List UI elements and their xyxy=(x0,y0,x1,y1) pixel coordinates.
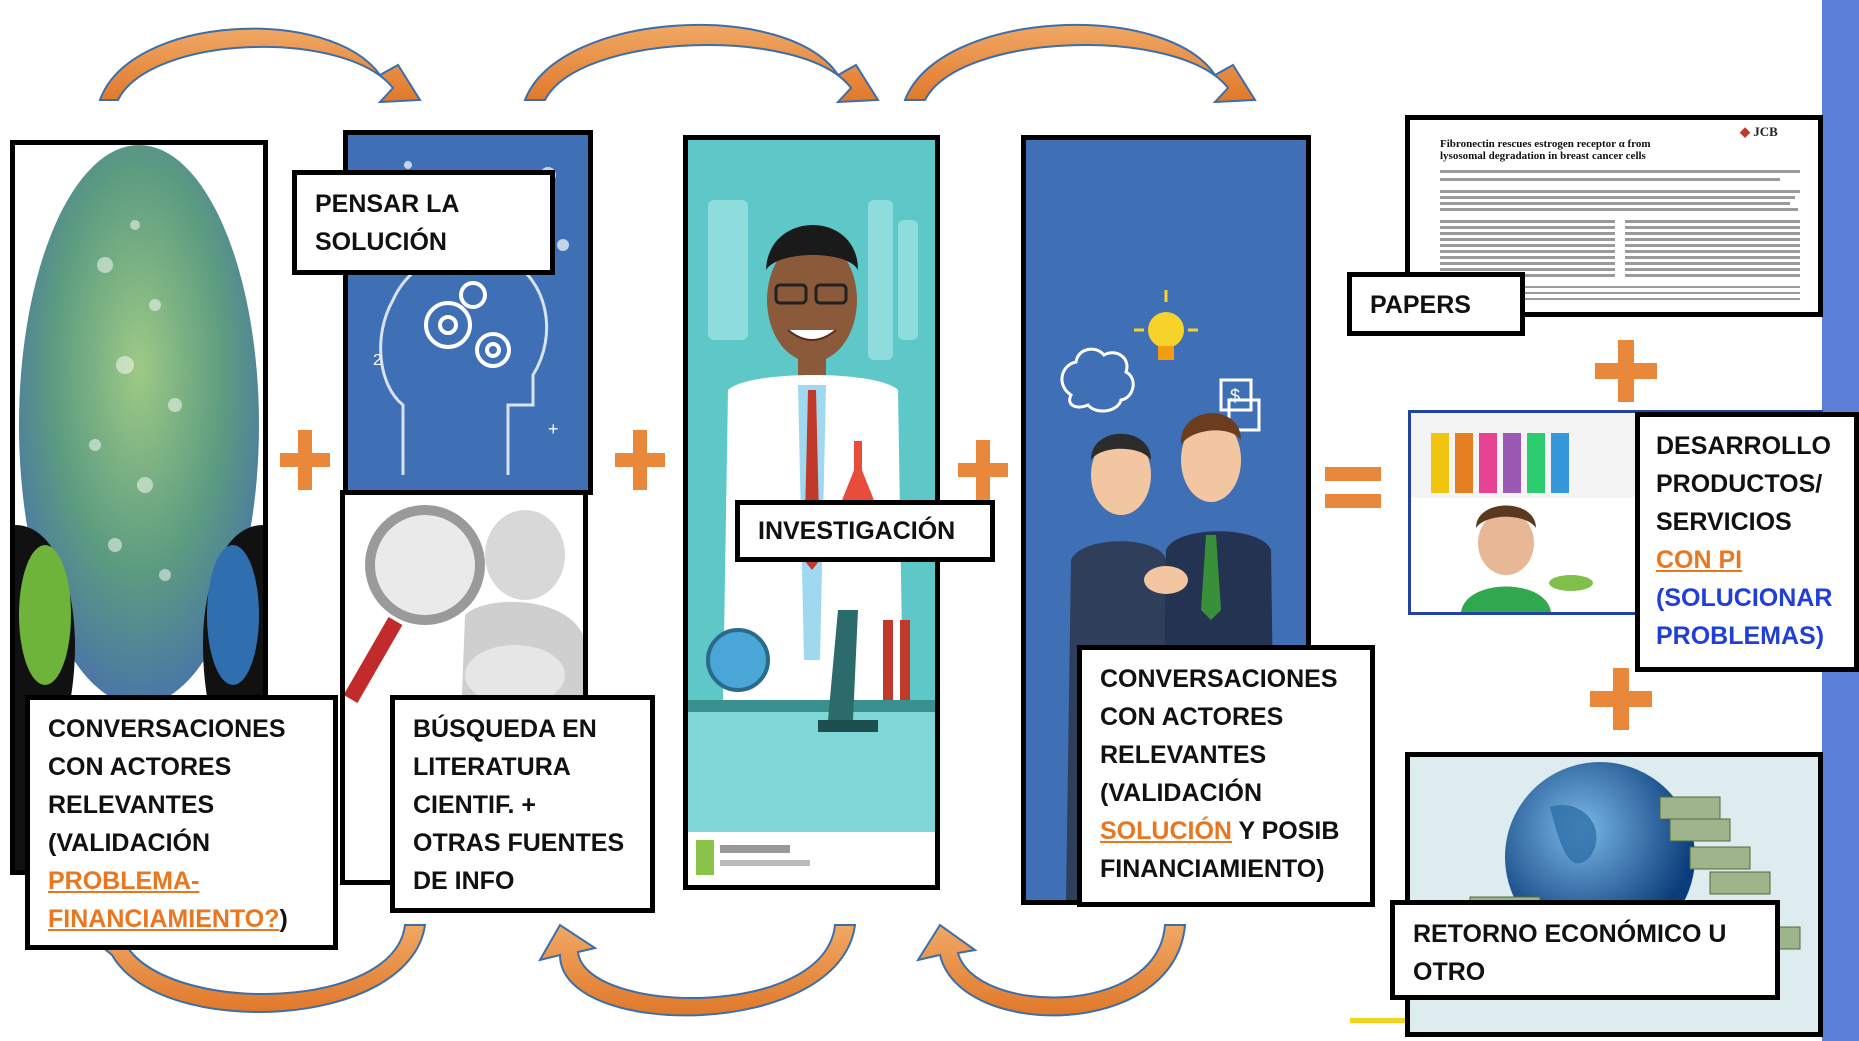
busqueda-line-2: LITERATURA xyxy=(413,753,571,781)
label-investigacion: INVESTIGACIÓN xyxy=(735,500,995,562)
desarrollo-line-2: PRODUCTOS/ xyxy=(1656,470,1823,498)
svg-text:+: + xyxy=(548,419,559,439)
papers-text: PAPERS xyxy=(1370,291,1471,319)
arrow-top-3 xyxy=(903,24,1257,104)
busqueda-line-5: DE INFO xyxy=(413,867,515,895)
arrow-top-2 xyxy=(523,24,880,104)
magnifier-icon xyxy=(365,505,485,625)
dollar-document-icon: $ xyxy=(1219,378,1261,432)
investigacion-text: INVESTIGACIÓN xyxy=(758,517,956,545)
desarrollo-link-pi[interactable]: CON PI xyxy=(1656,546,1743,574)
arrow-bottom-3 xyxy=(915,923,1187,1017)
pensar-line-1: PENSAR LA xyxy=(315,190,460,218)
lightbulb-icon xyxy=(1134,290,1198,360)
paper-title-line-2: lysosomal degradation in breast cancer c… xyxy=(1440,150,1646,162)
label-conversaciones-2: CONVERSACIONES CON ACTORES RELEVANTES (V… xyxy=(1077,645,1375,907)
arrow-bottom-2 xyxy=(537,923,857,1017)
plus-sign-1 xyxy=(280,430,330,490)
svg-text:2: 2 xyxy=(373,352,382,369)
conv2-line-1: CONVERSACIONES xyxy=(1100,665,1338,693)
conv2-line-6: FINANCIAMIENTO) xyxy=(1100,855,1325,883)
gear-icon xyxy=(424,281,511,368)
conv1-line-1: CONVERSACIONES xyxy=(48,715,286,743)
conv1-line-3: RELEVANTES xyxy=(48,791,215,819)
conv2-after-link: Y POSIB xyxy=(1231,817,1340,845)
conv2-line-2: CON ACTORES xyxy=(1100,703,1284,731)
desarrollo-blue-2: PROBLEMAS) xyxy=(1656,622,1825,650)
retorno-line-1: RETORNO ECONÓMICO U xyxy=(1413,920,1727,948)
pensar-line-2: SOLUCIÓN xyxy=(315,228,447,256)
label-desarrollo: DESARROLLO PRODUCTOS/ SERVICIOS CON PI (… xyxy=(1635,412,1859,672)
busqueda-line-1: BÚSQUEDA EN xyxy=(413,715,597,743)
desarrollo-blue-1: (SOLUCIONAR xyxy=(1656,584,1833,612)
retorno-line-2: OTRO xyxy=(1413,958,1486,986)
busqueda-line-3: CIENTIF. + xyxy=(413,791,536,819)
desarrollo-line-3: SERVICIOS xyxy=(1656,508,1792,536)
journal-logo: ◆ JCB xyxy=(1740,124,1778,139)
paper-title: Fibronectin rescues estrogen receptor α … xyxy=(1440,138,1651,162)
arrow-top-1 xyxy=(98,27,422,104)
conv1-line-2: CON ACTORES xyxy=(48,753,232,781)
conv1-line-4: (VALIDACIÓN xyxy=(48,829,211,857)
label-papers: PAPERS xyxy=(1347,272,1525,336)
plus-sign-3 xyxy=(958,440,1008,500)
equals-sign xyxy=(1325,467,1381,508)
conv1-link-problema[interactable]: PROBLEMA- xyxy=(48,867,200,895)
svg-text:$: $ xyxy=(1230,386,1240,406)
label-busqueda-literatura: BÚSQUEDA EN LITERATURA CIENTIF. + OTRAS … xyxy=(390,695,655,913)
busqueda-line-4: OTRAS FUENTES xyxy=(413,829,625,857)
label-conversaciones-1: CONVERSACIONES CON ACTORES RELEVANTES (V… xyxy=(25,695,338,950)
conv2-link-solucion[interactable]: SOLUCIÓN xyxy=(1100,817,1232,845)
label-retorno: RETORNO ECONÓMICO U OTRO xyxy=(1390,900,1780,1000)
conv1-close-paren: ) xyxy=(279,905,288,933)
brain-icon xyxy=(1060,347,1135,413)
conv1-link-financiamiento[interactable]: FINANCIAMIENTO? xyxy=(48,905,280,933)
conv2-line-3: RELEVANTES xyxy=(1100,741,1267,769)
desarrollo-line-1: DESARROLLO xyxy=(1656,432,1831,460)
plus-sign-2 xyxy=(615,430,665,490)
plus-sign-4 xyxy=(1595,340,1657,402)
conv2-line-4: (VALIDACIÓN xyxy=(1100,779,1263,807)
paper-title-line-1: Fibronectin rescues estrogen receptor α … xyxy=(1440,138,1651,150)
label-pensar-solucion: PENSAR LA SOLUCIÓN xyxy=(292,170,555,275)
plus-sign-5 xyxy=(1590,668,1652,730)
